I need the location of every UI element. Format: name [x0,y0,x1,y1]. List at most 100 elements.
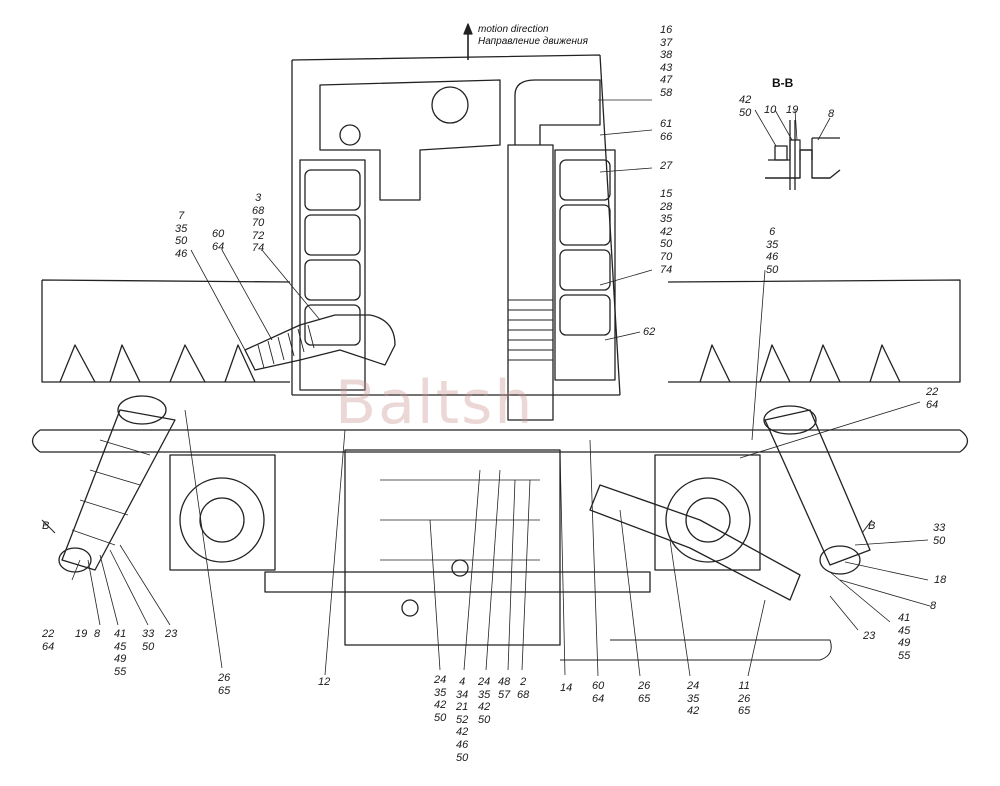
callout-number: 45 [114,640,127,653]
callout-bot-14: 14 [560,682,572,695]
callout-number: 46 [456,738,469,751]
callout-number: 74 [252,242,265,255]
callout-number: 52 [456,713,469,726]
callout-number: 47 [660,74,673,87]
callout-number: 8 [94,628,101,640]
hose-ribs [257,324,315,369]
cylinder-head-right [554,149,616,381]
callout-number: 50 [933,534,946,547]
right-comb-teeth [699,344,901,383]
watermark: Baltsh [335,368,535,438]
callout-number: 19 [786,104,799,116]
callout-number: 65 [638,692,651,705]
callout-number: 50 [175,235,188,248]
gearbox [344,449,561,646]
callout-number: 68 [252,204,265,217]
callout-number: 26 [638,680,651,692]
callout-number: 12 [318,676,331,688]
exhaust-pipe [589,484,801,601]
callout-number: 26 [218,672,231,684]
callout-number: 42 [687,705,700,718]
callout-right-low-e: 23 [863,630,875,643]
callout-number: 19 [75,628,88,640]
callout-number: 27 [660,160,673,172]
callout-number: 70 [252,217,265,230]
callout-number: 74 [660,263,673,276]
callout-inset-d: 8 [828,108,834,121]
callout-number: 49 [114,653,127,666]
callout-number: 50 [478,713,491,726]
callout-number: 28 [660,200,673,213]
callout-number: 33 [933,522,946,534]
callout-number: 35 [175,222,188,235]
callout-number: 50 [434,711,447,724]
callout-number: 26 [738,692,751,705]
callout-number: 42 [434,699,447,712]
callout-number: 61 [660,118,673,130]
callout-number: 50 [456,751,469,764]
callout-number: 3 [255,192,262,204]
top-machinery [319,79,501,201]
section-bb-title: B-B [772,76,794,90]
callout-right-low-b: 18 [934,574,946,587]
callout-number: 14 [560,682,573,694]
callout-number: 55 [898,649,911,662]
callout-number: 10 [764,104,777,116]
callout-number: 43 [660,61,673,74]
left-wheel-housing [169,454,276,571]
callout-number: 24 [434,674,447,686]
callout-number: 41 [898,612,911,624]
callout-number: 24 [478,676,491,688]
callout-number: 66 [660,130,673,143]
callout-inset-b: 10 [764,104,776,117]
callout-number: 23 [165,628,178,640]
engine-block-outline [291,54,621,396]
callout-number: 8 [930,600,937,612]
left-injector-bank [304,169,361,346]
section-bb-inset [754,109,841,190]
callout-number: 2 [520,676,527,688]
callout-number: 37 [660,36,673,49]
callout-number: 42 [456,726,469,739]
callout-number: 64 [592,692,605,705]
callout-top-right-c: 27 [660,160,672,173]
callout-number: 35 [687,692,700,705]
callout-left-bot-b: 19 [75,628,87,641]
left-wheel [179,477,265,563]
callout-number: 42 [739,94,752,106]
callout-right-mid-b: 62 [643,326,655,339]
left-frame-outline [41,279,291,383]
callout-inset-c: 19 [786,104,798,117]
callout-number: 70 [660,250,673,263]
callout-right-low-c: 8 [930,600,936,613]
callout-number: 15 [660,188,673,200]
callout-number: 60 [212,228,225,240]
callout-number: 46 [175,247,188,260]
callout-number: 68 [517,688,530,701]
callout-left-bot-f: 23 [165,628,177,641]
right-muffler-end [819,545,861,575]
callout-number: 34 [456,688,469,701]
motion-direction-ru: Направление движения [478,36,588,47]
callout-number: 64 [212,240,225,253]
callout-number: 22 [926,386,939,398]
callout-number: 35 [478,688,491,701]
callout-number: 24 [687,680,700,692]
